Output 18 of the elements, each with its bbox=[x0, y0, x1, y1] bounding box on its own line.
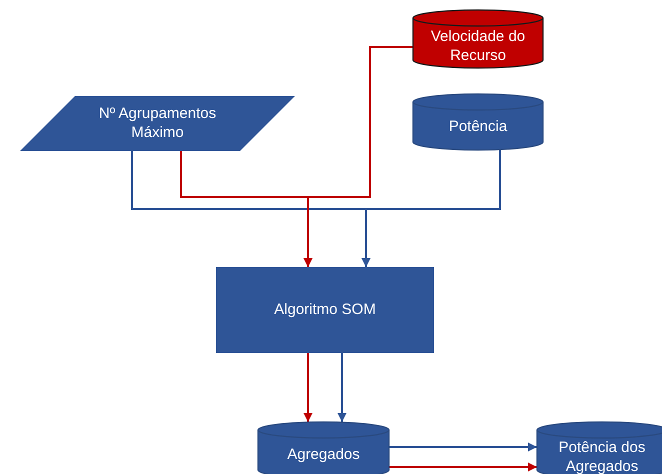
node-label: Agregados bbox=[286, 445, 361, 464]
node-label: Algoritmo SOM bbox=[273, 300, 377, 319]
arrow bbox=[180, 151, 312, 267]
process-box bbox=[216, 267, 434, 353]
arrow bbox=[338, 353, 346, 422]
arrow bbox=[362, 150, 501, 267]
database-cylinder bbox=[258, 422, 389, 474]
node-label: Velocidade do Recurso bbox=[430, 27, 526, 65]
arrow bbox=[389, 442, 537, 452]
node-label: Potência bbox=[448, 117, 508, 136]
arrow bbox=[304, 353, 312, 422]
arrow bbox=[389, 462, 537, 472]
node-label: Nº Agrupamentos Máximo bbox=[98, 104, 218, 142]
node-label: Potência dos Agregados bbox=[558, 438, 646, 474]
input-parallelogram bbox=[20, 96, 295, 151]
database-cylinder bbox=[413, 10, 543, 68]
database-cylinder bbox=[413, 94, 543, 150]
database-cylinder bbox=[537, 422, 662, 474]
